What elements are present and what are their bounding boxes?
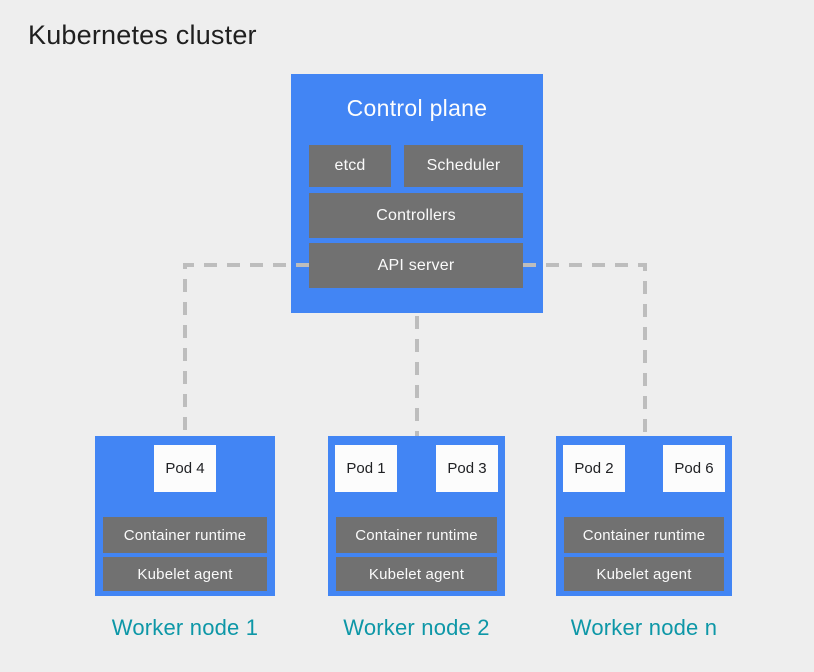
kubelet-agent-box: Kubelet agent — [103, 557, 267, 591]
container-runtime-box: Container runtime — [564, 517, 724, 553]
container-runtime-box: Container runtime — [336, 517, 497, 553]
worker-node-n-box: Pod 2 Pod 6 Container runtime Kubelet ag… — [556, 436, 732, 596]
worker-node-1-label: Worker node 1 — [111, 615, 259, 640]
diagram-title: Kubernetes cluster — [28, 20, 257, 50]
scheduler-box: Scheduler — [404, 145, 523, 187]
controllers-box: Controllers — [309, 193, 523, 238]
worker-node-2-box: Pod 1 Pod 3 Container runtime Kubelet ag… — [328, 436, 505, 596]
pod-box: Pod 2 — [563, 445, 625, 492]
pod-box: Pod 6 — [663, 445, 725, 492]
pod-box: Pod 1 — [335, 445, 397, 492]
worker-node-n-label: Worker node n — [570, 615, 718, 640]
control-plane-title: Control plane — [346, 95, 488, 121]
etcd-box: etcd — [309, 145, 391, 187]
kubelet-agent-box: Kubelet agent — [336, 557, 497, 591]
worker-node-1-box: Pod 4 Container runtime Kubelet agent — [95, 436, 275, 596]
control-plane-top-row: etcd Scheduler — [309, 145, 523, 187]
worker-node-n-pods: Pod 2 Pod 6 — [556, 445, 732, 492]
pod-box: Pod 4 — [154, 445, 216, 492]
pod-box: Pod 3 — [436, 445, 498, 492]
control-plane-box: Control plane etcd Scheduler Controllers… — [291, 74, 543, 313]
container-runtime-box: Container runtime — [103, 517, 267, 553]
worker-node-2-pods: Pod 1 Pod 3 — [328, 445, 505, 492]
api-server-box: API server — [309, 243, 523, 288]
kubelet-agent-box: Kubelet agent — [564, 557, 724, 591]
worker-node-2-label: Worker node 2 — [343, 615, 490, 640]
worker-node-1-pods: Pod 4 — [95, 445, 275, 492]
